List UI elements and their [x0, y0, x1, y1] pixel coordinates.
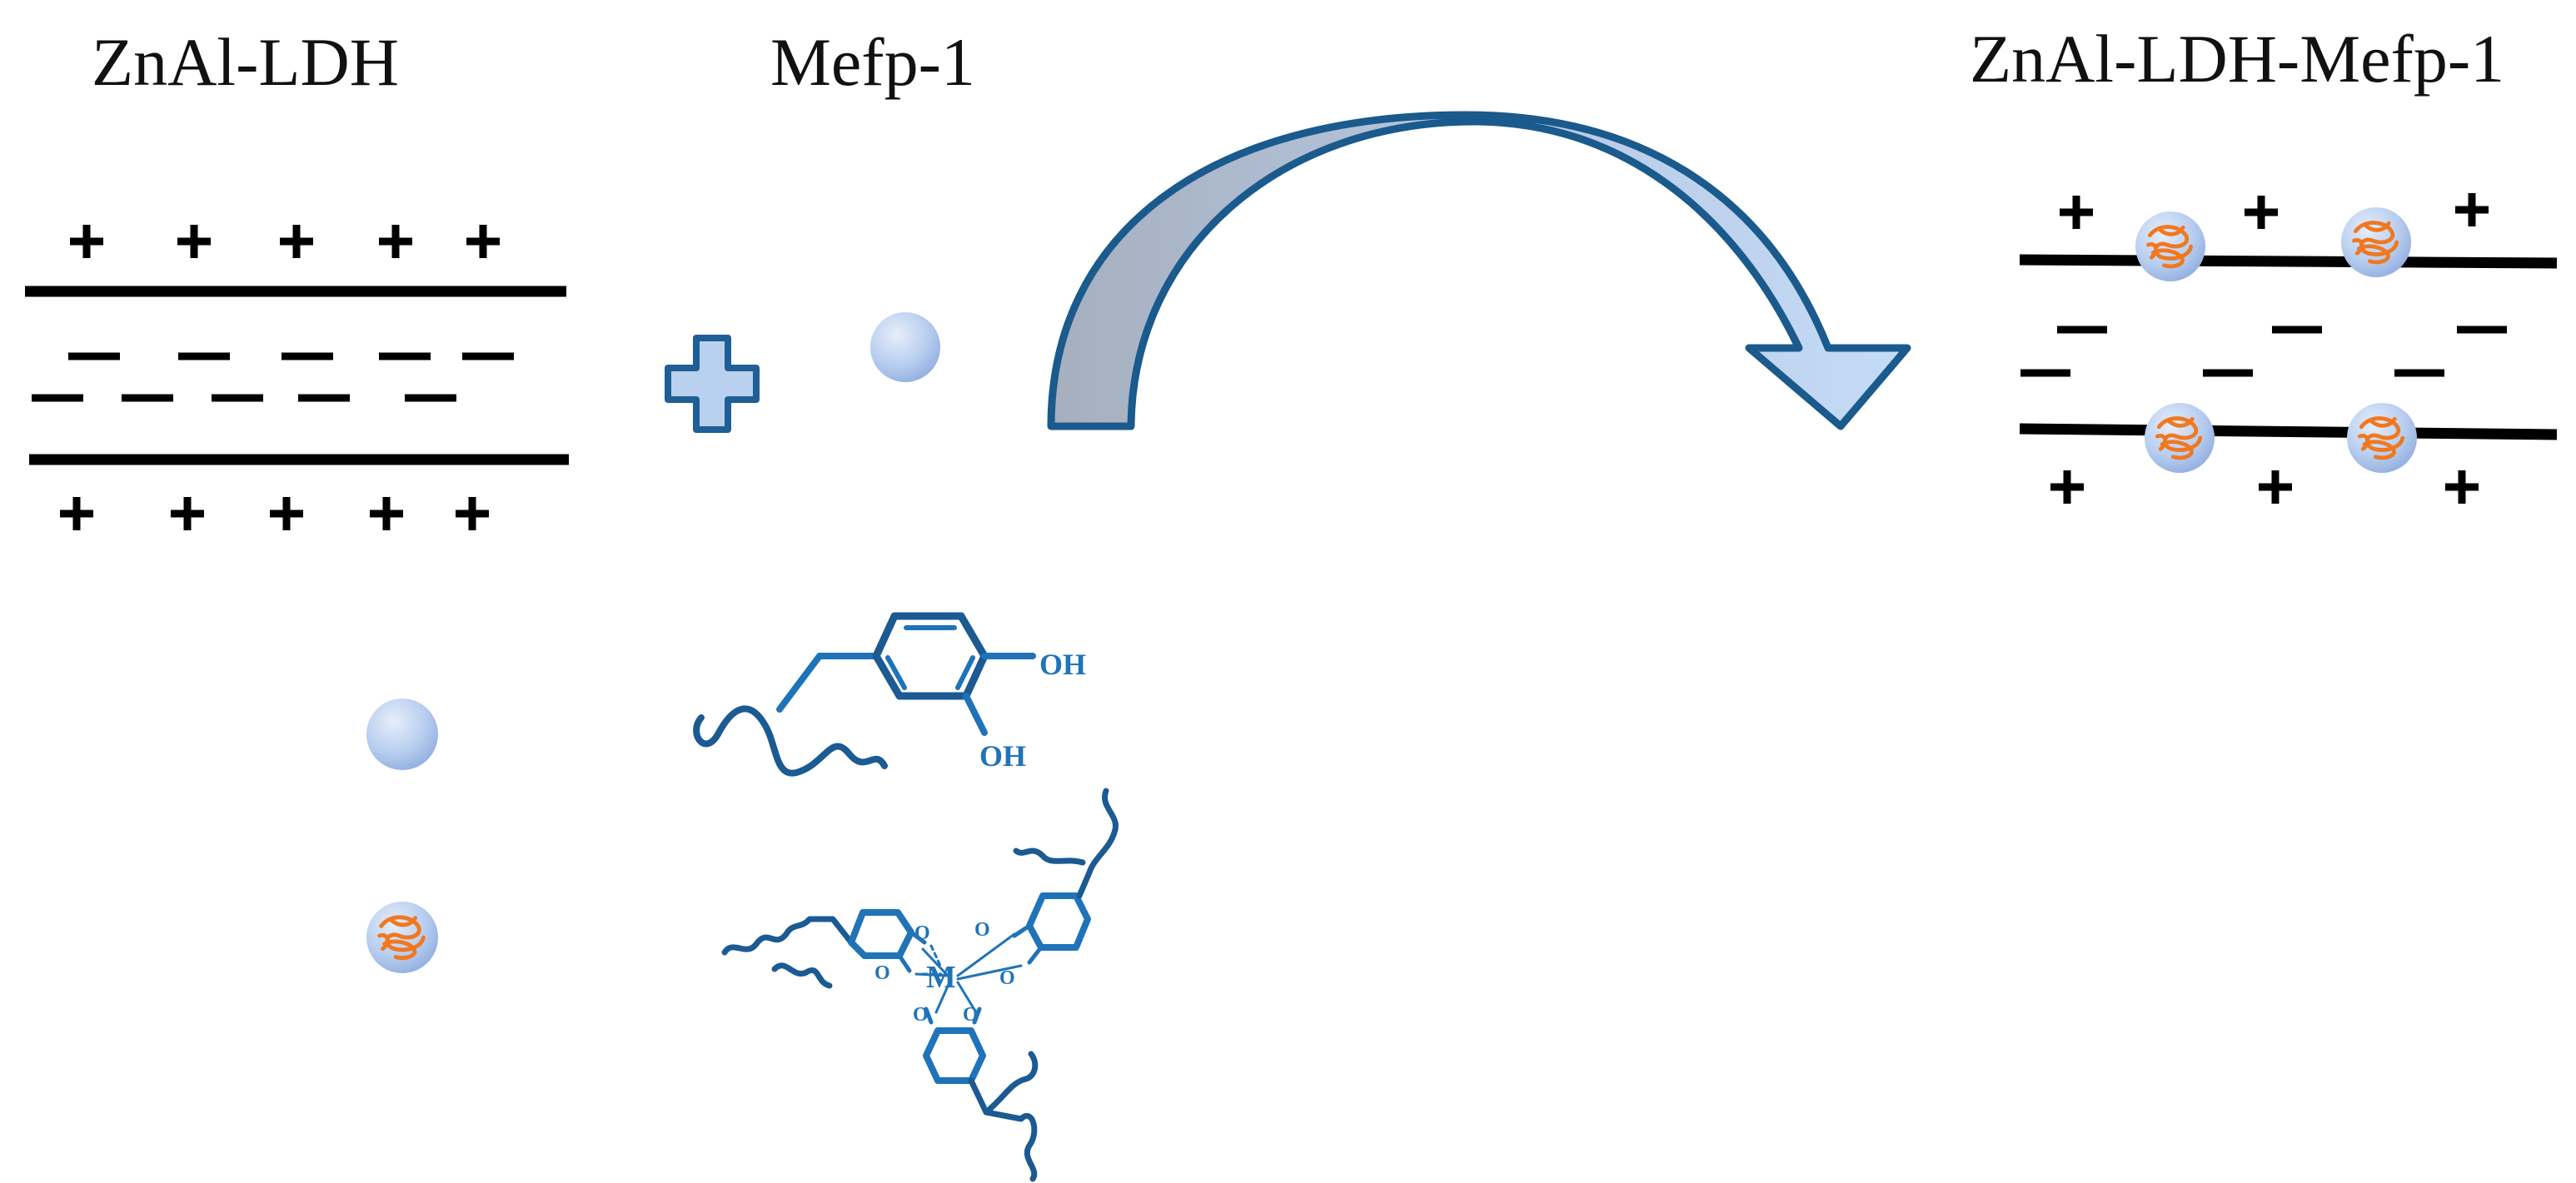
ldh-bottom-positive-charges	[60, 497, 489, 530]
dopa-catechol-structure	[693, 612, 1036, 777]
ldh-interlayer-anions	[32, 352, 514, 402]
svg-text:O: O	[913, 1004, 929, 1026]
product-bottom-layer	[2019, 423, 2558, 440]
svg-text:O: O	[914, 922, 930, 944]
metal-center-label: M	[926, 960, 956, 995]
curved-arrow-icon	[1047, 111, 1911, 430]
product-label: ZnAl-LDH-Mefp-1	[1970, 21, 2505, 97]
ldh-top-positive-charges	[70, 225, 500, 258]
ldh-layers	[25, 225, 569, 530]
legend-mefp-particle-icon	[366, 698, 438, 770]
ldh-label: ZnAl-LDH	[92, 24, 399, 100]
metal-catecholate-complex	[721, 788, 1119, 1182]
legend-protein-loaded-particle-icon	[366, 902, 438, 973]
mefp-label: Mefp-1	[770, 24, 975, 100]
product-top-layer	[2019, 254, 2558, 269]
protein-loaded-particle-icon	[2145, 403, 2215, 473]
product-structure	[2019, 193, 2558, 504]
product-positive-charges	[2050, 193, 2489, 504]
protein-loaded-particle-icon	[2347, 403, 2417, 473]
protein-loaded-particle-icon	[2135, 211, 2205, 281]
svg-text:O: O	[963, 1004, 979, 1026]
plus-sign-icon	[665, 335, 760, 433]
svg-text:O: O	[974, 919, 990, 941]
mefp-particle-icon	[870, 312, 940, 382]
peptide-backbone-chain	[693, 705, 888, 777]
oxygen-labels: O O O O O O	[874, 919, 1015, 1026]
protein-loaded-particle-icon	[2341, 207, 2411, 277]
hydroxyl-label-2: OH	[979, 739, 1026, 773]
svg-text:O: O	[874, 962, 890, 984]
product-loaded-particles	[2135, 207, 2417, 473]
hydroxyl-label-1: OH	[1039, 648, 1086, 681]
product-interlayer-anions	[2020, 326, 2507, 377]
svg-text:O: O	[999, 967, 1015, 989]
